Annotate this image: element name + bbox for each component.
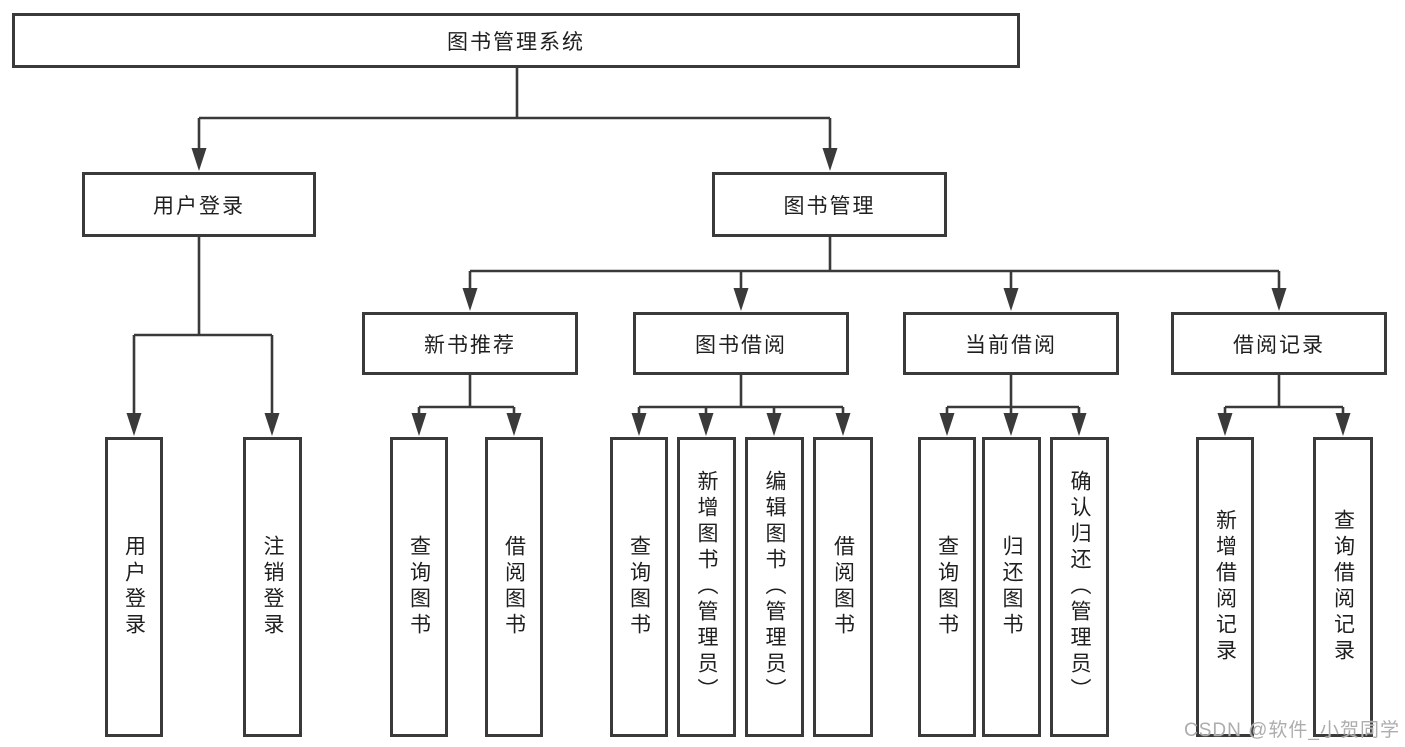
leaf-query-books-borrowing: 查询图书 [610, 437, 668, 737]
node-label: 归还图书 [1000, 535, 1023, 639]
node-system-root: 图书管理系统 [12, 13, 1020, 68]
node-label: 新书推荐 [424, 333, 516, 357]
leaf-edit-book-admin: 编辑图书（管理员） [745, 437, 804, 737]
node-current-borrowing: 当前借阅 [903, 312, 1119, 375]
leaf-confirm-return-admin: 确认归还（管理员） [1050, 437, 1109, 737]
node-book-borrowing: 图书借阅 [633, 312, 849, 375]
node-label: 查询图书 [407, 535, 431, 639]
leaf-query-borrow-record: 查询借阅记录 [1313, 437, 1373, 737]
node-label: 新增图书（管理员） [695, 470, 718, 704]
node-label: 查询借阅记录 [1331, 509, 1355, 665]
leaf-return-book: 归还图书 [982, 437, 1041, 737]
node-label: 图书管理 [783, 194, 876, 218]
leaf-query-books-current: 查询图书 [918, 437, 976, 737]
leaf-add-book-admin: 新增图书（管理员） [677, 437, 736, 737]
leaf-user-login: 用户登录 [105, 437, 163, 737]
node-new-book-recommend: 新书推荐 [362, 312, 578, 375]
csdn-watermark: CSDN @软件_小贺同学 [1184, 720, 1400, 741]
node-label: 借阅记录 [1233, 333, 1325, 357]
node-borrowing-records: 借阅记录 [1171, 312, 1387, 375]
node-label: 图书管理系统 [447, 30, 585, 54]
leaf-query-books-recommend: 查询图书 [390, 437, 448, 737]
node-label: 借阅图书 [502, 535, 526, 639]
node-label: 编辑图书（管理员） [763, 470, 786, 704]
leaf-borrow-books-recommend: 借阅图书 [485, 437, 543, 737]
leaf-add-borrow-record: 新增借阅记录 [1196, 437, 1254, 737]
node-label: 用户登录 [153, 194, 245, 218]
leaf-logout: 注销登录 [243, 437, 302, 737]
node-label: 查询图书 [935, 535, 959, 639]
node-user-login: 用户登录 [82, 172, 316, 237]
node-label: 当前借阅 [965, 333, 1057, 357]
node-label: 用户登录 [122, 535, 146, 639]
node-label: 注销登录 [261, 535, 284, 639]
leaf-borrow-books: 借阅图书 [813, 437, 873, 737]
node-label: 查询图书 [627, 535, 651, 639]
node-book-management: 图书管理 [712, 172, 947, 237]
node-label: 借阅图书 [831, 535, 855, 639]
node-label: 新增借阅记录 [1213, 509, 1237, 665]
node-label: 图书借阅 [695, 333, 787, 357]
node-label: 确认归还（管理员） [1068, 470, 1091, 704]
